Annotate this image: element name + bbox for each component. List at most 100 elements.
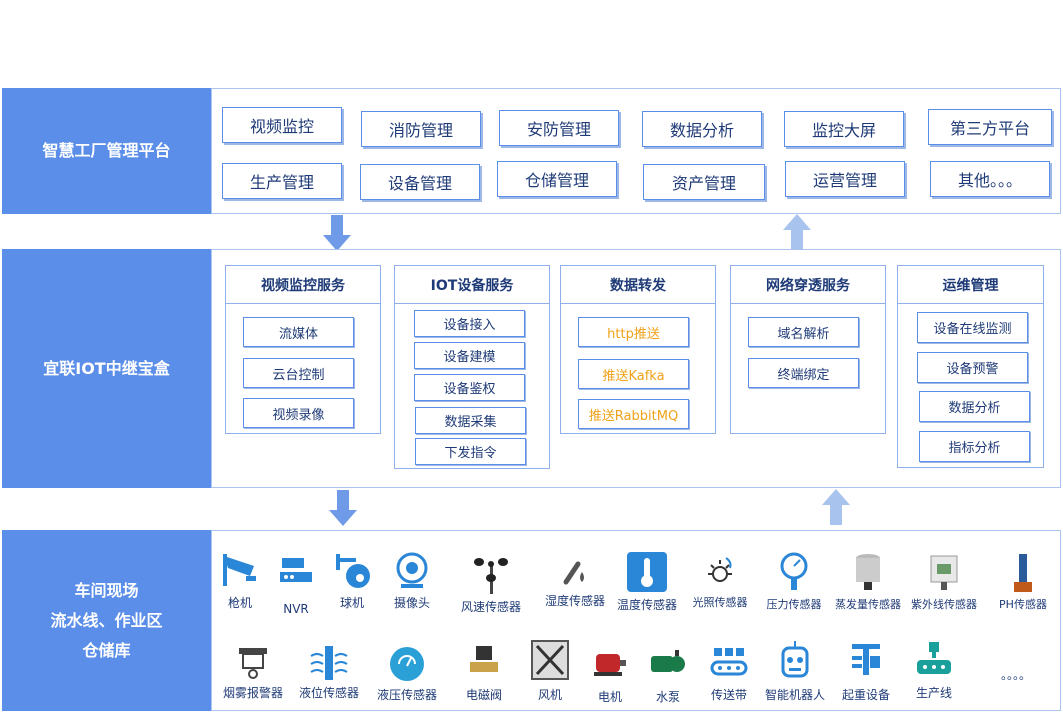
band-label-iotbox: 宜联IOT中继宝盒 [2,249,211,488]
service-title-ops: 运维管理 [898,266,1043,304]
service-item-analysis[interactable]: 数据分析 [919,391,1030,422]
arrow-down-icon [329,490,357,526]
service-item-dns[interactable]: 域名解析 [748,317,859,347]
band-field-line2: 流水线、作业区 [50,610,163,630]
evaporation-sensor-icon [856,554,880,590]
device-crane: 起重设备 [838,642,894,703]
fan-icon [531,640,569,680]
pressure-gauge-icon [780,552,808,590]
service-item-ptz[interactable]: 云台控制 [243,358,354,388]
platform-button-security[interactable]: 安防管理 [499,110,619,146]
service-video: 视频监控服务 流媒体 云台控制 视频录像 [225,265,381,434]
service-ops: 运维管理 设备在线监测 设备预警 数据分析 指标分析 [897,265,1044,468]
level-sensor-icon [310,646,348,680]
service-item-streaming[interactable]: 流媒体 [243,317,354,347]
service-title-iot: IOT设备服务 [395,266,549,304]
thermometer-icon [627,552,667,592]
service-iot: IOT设备服务 设备接入 设备建模 设备鉴权 数据采集 下发指令 [394,265,550,469]
device-ph-sensor: PH传感器 [990,552,1056,612]
anemometer-icon [474,558,508,594]
band-field-line1: 车间现场 [74,580,139,600]
motor-icon [594,654,626,676]
device-solenoid-valve: 电磁阀 [462,644,506,703]
water-pump-icon [651,650,685,672]
platform-button-production[interactable]: 生产管理 [222,163,342,199]
device-dome-camera: 球机 [332,552,372,611]
band-label-platform: 智慧工厂管理平台 [2,88,211,214]
uv-sensor-icon [930,555,958,590]
more-ellipsis: 。。。。 [1000,668,1031,682]
webcam-icon [396,552,428,588]
service-item-recording[interactable]: 视频录像 [243,398,354,428]
crane-icon [852,644,880,675]
platform-button-operations[interactable]: 运营管理 [785,161,905,197]
service-item-collect[interactable]: 数据采集 [415,407,526,434]
arrow-down-icon [323,215,351,251]
service-item-online[interactable]: 设备在线监测 [917,312,1028,343]
humidity-icon [563,561,584,585]
service-item-binding[interactable]: 终端绑定 [748,358,859,388]
platform-button-fire[interactable]: 消防管理 [361,111,481,147]
device-uv-sensor: 紫外线传感器 [908,552,980,612]
service-title-tunnel: 网络穿透服务 [731,266,885,304]
device-level-sensor: 液位传感器 [296,646,362,701]
bullet-camera-icon [223,554,256,586]
service-title-video: 视频监控服务 [226,266,380,304]
device-conveyor: 传送带 [704,646,754,703]
band-title-iotbox: 宜联IOT中继宝盒 [43,358,170,378]
service-title-forward: 数据转发 [561,266,715,304]
device-fan: 风机 [530,640,570,703]
service-item-metrics[interactable]: 指标分析 [919,431,1030,462]
platform-button-storage[interactable]: 仓储管理 [497,161,617,197]
band-title-platform: 智慧工厂管理平台 [42,141,171,160]
band-label-field: 车间现场 流水线、作业区 仓储库 [2,530,211,711]
platform-button-other[interactable]: 其他。。。 [930,161,1050,197]
device-production-line: 生产线 [906,640,962,701]
service-tunnel: 网络穿透服务 域名解析 终端绑定 [730,265,886,434]
device-water-pump: 水泵 [648,648,688,705]
hydraulic-gauge-icon [390,647,424,681]
device-smoke-alarm: 烟雾报警器 [218,646,288,701]
band-field-line3: 仓储库 [82,640,131,660]
device-more: 。。。。 [990,662,1042,683]
device-temperature-sensor: 温度传感器 [614,552,680,613]
service-item-rabbitmq[interactable]: 推送RabbitMQ [578,399,689,429]
service-item-http[interactable]: http推送 [578,317,689,347]
platform-button-thirdparty[interactable]: 第三方平台 [928,109,1052,145]
device-motor: 电机 [590,648,630,705]
ph-sensor-icon [1014,554,1032,592]
platform-button-assets[interactable]: 资产管理 [643,164,765,200]
device-wind-sensor: 风速传感器 [458,554,524,615]
service-item-alarm[interactable]: 设备预警 [917,352,1028,383]
service-item-access[interactable]: 设备接入 [414,310,525,337]
light-sensor-icon [708,557,732,582]
device-light-sensor: 光照传感器 [690,556,750,610]
device-humidity-sensor: 湿度传感器 [542,558,608,609]
device-nvr: NVR [276,556,316,616]
platform-button-bigscreen[interactable]: 监控大屏 [784,111,904,147]
nvr-icon [280,558,312,582]
device-pressure-sensor: 压力传感器 [764,552,824,612]
solenoid-valve-icon [470,646,498,672]
arrow-up-icon [783,214,811,250]
device-hydraulic-sensor: 液压传感器 [372,646,442,703]
service-forward: 数据转发 http推送 推送Kafka 推送RabbitMQ [560,265,716,434]
service-item-auth[interactable]: 设备鉴权 [414,374,525,401]
service-item-command[interactable]: 下发指令 [415,438,526,465]
device-webcam: 摄像头 [390,552,434,611]
service-item-kafka[interactable]: 推送Kafka [578,359,689,389]
device-robot: 智能机器人 [760,640,830,703]
device-bullet-camera: 枪机 [218,552,262,611]
robot-icon [781,641,809,678]
smoke-alarm-icon [239,648,267,679]
device-evaporation-sensor: 蒸发量传感器 [832,552,904,612]
platform-button-video[interactable]: 视频监控 [222,107,342,143]
production-line-icon [917,642,951,674]
platform-button-equipment[interactable]: 设备管理 [360,164,480,200]
dome-camera-icon [336,554,370,588]
platform-button-analysis[interactable]: 数据分析 [642,111,762,147]
conveyor-icon [710,648,748,676]
service-item-modeling[interactable]: 设备建模 [414,342,525,369]
band-body-platform [211,88,1061,214]
